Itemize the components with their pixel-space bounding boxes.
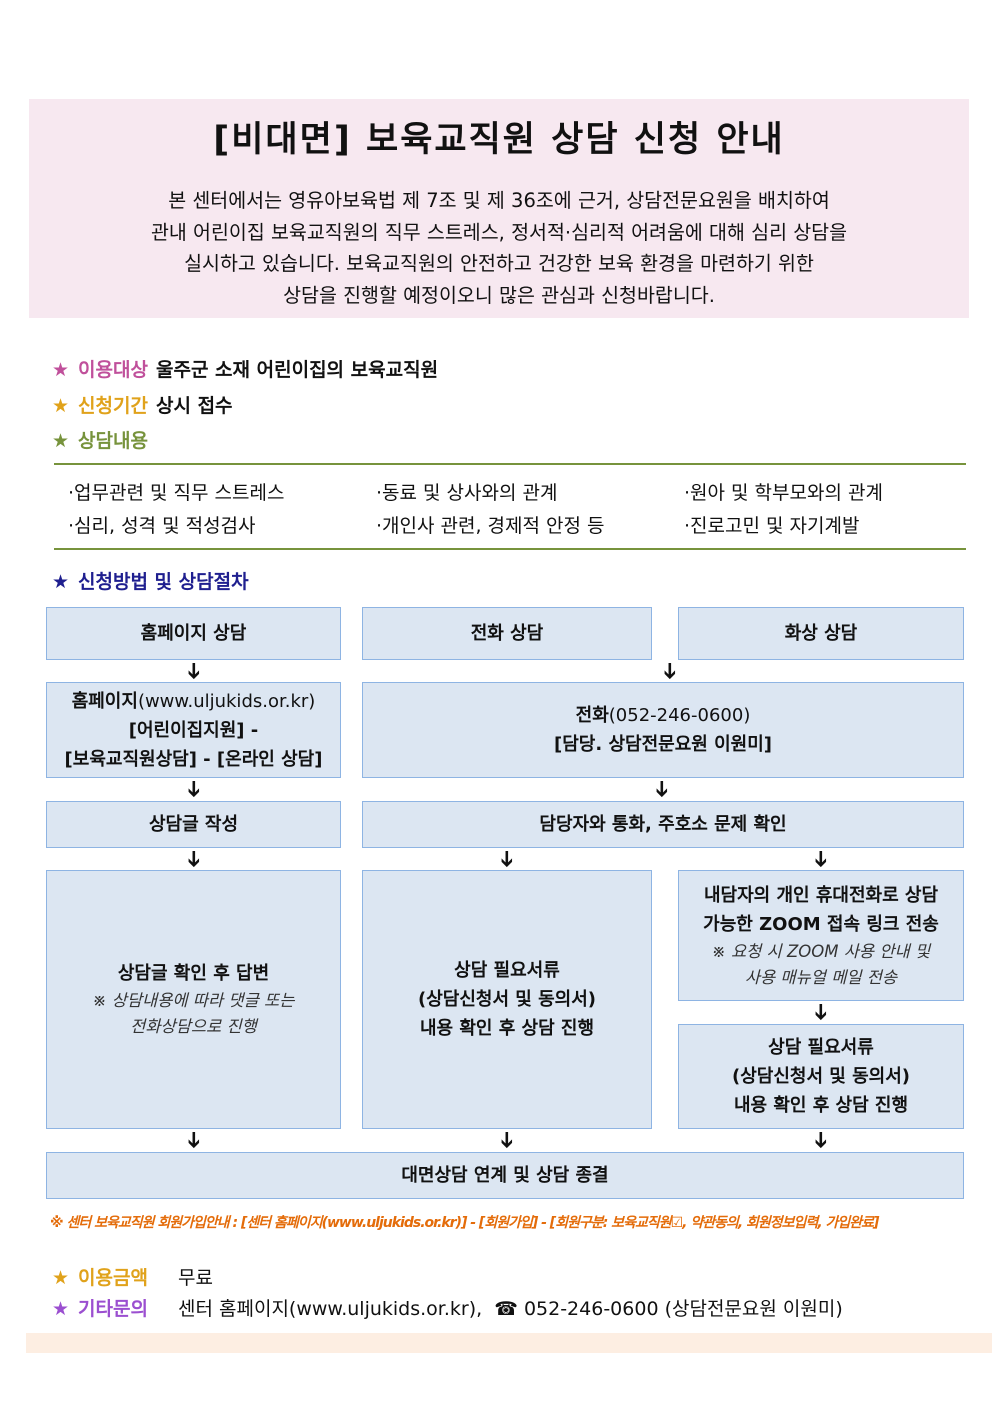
homepage-step2-box: 상담글 작성: [46, 801, 341, 848]
phone-icon: ☎: [494, 1298, 518, 1320]
period-row: ★ 신청기간 상시 접수: [52, 391, 233, 418]
final-step-text: 대면상담 연계 및 상담 종결: [401, 1165, 609, 1186]
video-step3-box: 내담자의 개인 휴대전화로 상담 가능한 ZOOM 접속 링크 전송 ※ 요청 …: [678, 870, 964, 1001]
video-step3-line: 내담자의 개인 휴대전화로 상담: [703, 884, 939, 906]
content-label: 상담내용: [78, 430, 148, 452]
star-icon: ★: [52, 430, 70, 452]
phone-step3-line: 상담 필요서류: [454, 960, 560, 981]
arrow-down-icon: ➔: [494, 1130, 519, 1150]
phone-number: (052-246-0600): [608, 705, 751, 726]
homepage-step1-line2: [어린이집지원] -: [128, 719, 259, 741]
phone-step2-box: 담당자와 통화, 주호소 문제 확인: [362, 801, 964, 848]
phone-step1-line1: 전화(052-246-0600): [576, 701, 751, 730]
period-label: 신청기간: [78, 395, 148, 417]
homepage-step3-box: 상담글 확인 후 답변 ※ 상담내용에 따라 댓글 또는 전화상담으로 진행: [46, 870, 341, 1129]
contact-label: 기타문의: [78, 1298, 148, 1320]
phone-step1-bold: 전화: [575, 705, 609, 726]
homepage-step3-note: ※ 상담내용에 따라 댓글 또는: [92, 991, 295, 1010]
intro-line: 본 센터에서는 영유아보육법 제 7조 및 제 36조에 근거, 상담전문요원을…: [168, 189, 830, 212]
contact-value: 센터 홈페이지(www.uljukids.or.kr),: [178, 1298, 483, 1320]
video-step4-line: 상담 필요서류: [768, 1037, 874, 1058]
content-item: ·진로고민 및 자기계발: [684, 515, 860, 537]
homepage-step3-note: 전화상담으로 진행: [130, 1017, 257, 1036]
star-icon: ★: [52, 1267, 70, 1289]
video-step4-line: 내용 확인 후 상담 진행: [733, 1095, 909, 1116]
divider: [54, 463, 966, 465]
video-step4-line: (상담신청서 및 동의서): [731, 1066, 911, 1087]
homepage-step1-line1: 홈페이지(www.uljukids.or.kr): [72, 687, 316, 716]
method-row: ★ 신청방법 및 상담절차: [52, 567, 249, 594]
target-value: 울주군 소재 어린이집의 보육교직원: [156, 359, 439, 381]
fee-label: 이용금액: [78, 1267, 148, 1289]
content-item: ·업무관련 및 직무 스트레스: [68, 482, 285, 504]
arrow-down-icon: ➔: [181, 849, 206, 869]
method-label: 신청방법 및 상담절차: [78, 571, 249, 593]
homepage-step2-text: 상담글 작성: [148, 814, 239, 835]
contact-phone: 052-246-0600 (상담전문요원 이원미): [523, 1298, 843, 1320]
page-title: [비대면] 보육교직원 상담 신청 안내: [213, 120, 785, 160]
footer-band: [26, 1333, 992, 1353]
content-row: ★ 상담내용: [52, 426, 178, 453]
arrow-down-icon: ➔: [808, 1130, 833, 1150]
video-step3-line: 가능한 ZOOM 접속 링크 전송: [703, 913, 939, 935]
contact-row: ★ 기타문의 센터 홈페이지(www.uljukids.or.kr), ☎ 052-…: [52, 1294, 843, 1321]
target-label: 이용대상: [78, 359, 148, 381]
content-item: ·심리, 성격 및 적성검사: [68, 515, 256, 537]
arrow-down-icon: ➔: [808, 1002, 833, 1022]
fee-value: 무료: [178, 1267, 213, 1289]
arrow-down-icon: ➔: [649, 779, 674, 799]
homepage-step1-box: 홈페이지(www.uljukids.or.kr) [어린이집지원] - [보육교…: [46, 682, 341, 778]
homepage-consult-box: 홈페이지 상담: [46, 607, 341, 660]
star-icon: ★: [52, 395, 70, 417]
video-consult-box: 화상 상담: [678, 607, 964, 660]
content-item: ·개인사 관련, 경제적 안정 등: [376, 515, 605, 537]
star-icon: ★: [52, 571, 70, 593]
header-banner: [비대면] 보육교직원 상담 신청 안내 본 센터에서는 영유아보육법 제 7조…: [29, 99, 969, 318]
intro-paragraph: 본 센터에서는 영유아보육법 제 7조 및 제 36조에 근거, 상담전문요원을…: [29, 185, 969, 311]
phone-step3-line: 내용 확인 후 상담 진행: [419, 1018, 595, 1039]
homepage-step1-line3: [보육교직원상담] - [온라인 상담]: [64, 748, 323, 770]
final-step-box: 대면상담 연계 및 상담 종결: [46, 1152, 964, 1199]
intro-line: 관내 어린이집 보육교직원의 직무 스트레스, 정서적·심리적 어려움에 대해 …: [150, 220, 848, 244]
homepage-consult-title: 홈페이지 상담: [140, 623, 247, 644]
content-item: ·원아 및 학부모와의 관계: [684, 482, 883, 504]
homepage-url: (www.uljukids.or.kr): [137, 690, 316, 712]
video-step3-note: ※ 요청 시 ZOOM 사용 안내 및: [711, 941, 931, 961]
target-row: ★ 이용대상 울주군 소재 어린이집의 보육교직원: [52, 355, 438, 382]
phone-step3-box: 상담 필요서류 (상담신청서 및 동의서) 내용 확인 후 상담 진행: [362, 870, 652, 1129]
arrow-down-icon: ➔: [808, 849, 833, 869]
intro-line: 상담을 진행할 예정이오니 많은 관심과 신청바랍니다.: [283, 283, 715, 307]
star-icon: ★: [52, 1298, 70, 1320]
homepage-step1-bold: 홈페이지: [71, 690, 138, 712]
video-consult-title: 화상 상담: [784, 623, 858, 644]
period-value: 상시 접수: [156, 395, 233, 417]
video-step3-note: 사용 매뉴얼 메일 전송: [744, 967, 898, 987]
content-item: ·동료 및 상사와의 관계: [376, 482, 558, 504]
phone-step1-line2: [담당. 상담전문요원 이원미]: [554, 734, 772, 755]
homepage-step3-title: 상담글 확인 후 답변: [117, 963, 270, 984]
fee-row: ★ 이용금액 무료: [52, 1263, 213, 1290]
phone-consult-title: 전화 상담: [470, 623, 544, 644]
arrow-down-icon: ➔: [181, 661, 206, 681]
phone-step2-text: 담당자와 통화, 주호소 문제 확인: [539, 814, 787, 835]
arrow-down-icon: ➔: [494, 849, 519, 869]
phone-step1-box: 전화(052-246-0600) [담당. 상담전문요원 이원미]: [362, 682, 964, 778]
intro-line: 실시하고 있습니다. 보육교직원의 안전하고 건강한 보육 환경을 마련하기 위…: [184, 252, 814, 275]
divider: [54, 548, 966, 550]
signup-footnote: ※ 센터 보육교직원 회원가입안내 : [센터 홈페이지(www.uljukid…: [50, 1215, 879, 1231]
arrow-down-icon: ➔: [181, 779, 206, 799]
video-step4-box: 상담 필요서류 (상담신청서 및 동의서) 내용 확인 후 상담 진행: [678, 1024, 964, 1129]
arrow-down-icon: ➔: [657, 661, 682, 681]
phone-step3-line: (상담신청서 및 동의서): [417, 989, 597, 1010]
star-icon: ★: [52, 359, 70, 381]
arrow-down-icon: ➔: [181, 1130, 206, 1150]
phone-consult-box: 전화 상담: [362, 607, 652, 660]
